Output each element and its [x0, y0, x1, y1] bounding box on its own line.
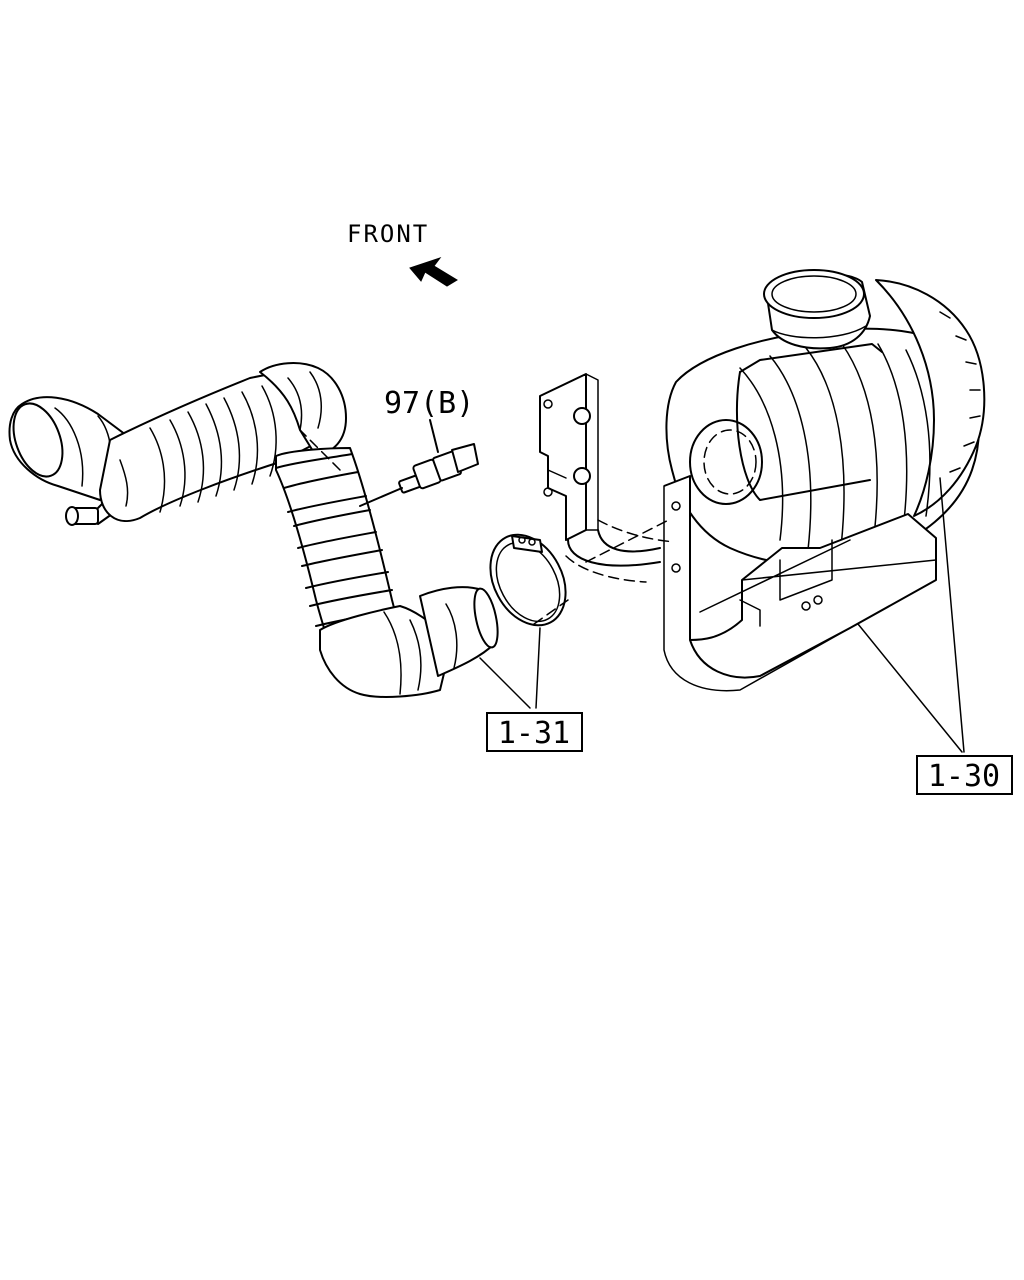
callout-1-31: 1-31 [486, 712, 583, 752]
mounting-bracket [539, 373, 661, 567]
intake-inlet-tube [8, 396, 131, 526]
sensor-97b [359, 419, 479, 507]
air-cleaner [665, 269, 986, 567]
front-label: FRONT [347, 220, 429, 248]
leader-lines [479, 477, 965, 753]
front-indicator: FRONT [347, 220, 458, 287]
hose-clamp [489, 533, 567, 627]
corrugated-hose [99, 362, 347, 523]
callout-1-31-label: 1-31 [498, 716, 570, 751]
air-cleaner-stand [663, 475, 937, 692]
intake-duct-lower-elbow [319, 586, 499, 698]
callout-97b: 97(B) [384, 386, 474, 421]
callout-1-30: 1-30 [916, 755, 1013, 795]
callout-97b-label: 97(B) [384, 386, 474, 421]
callout-1-30-label: 1-30 [928, 759, 1000, 794]
front-arrow-icon [409, 257, 458, 287]
